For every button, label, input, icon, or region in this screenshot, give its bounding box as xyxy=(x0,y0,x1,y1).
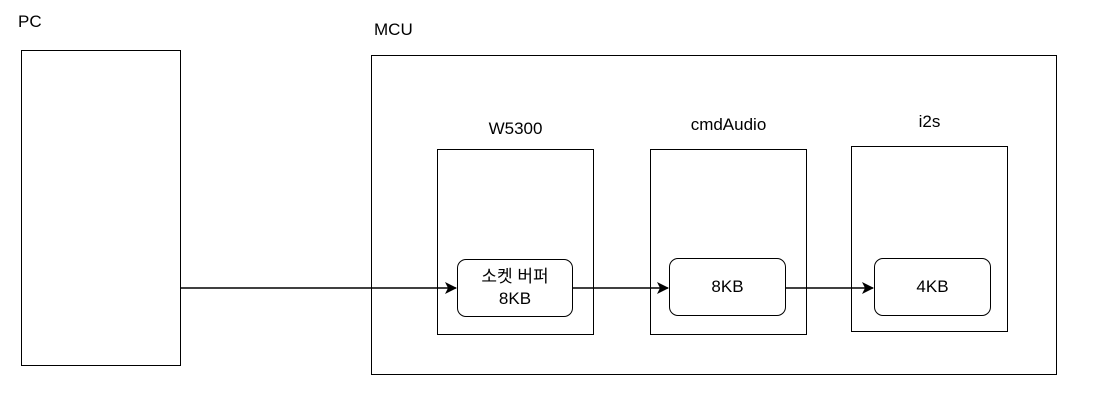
w5300-box xyxy=(437,149,594,335)
w5300-label: W5300 xyxy=(488,119,543,138)
i2s-buffer-size: 4KB xyxy=(916,277,949,296)
cmdaudio-buffer: 8KB xyxy=(669,258,786,316)
cmdaudio-buffer-size: 8KB xyxy=(711,277,744,296)
i2s-buffer: 4KB xyxy=(874,258,991,316)
mcu-label: MCU xyxy=(374,20,413,39)
cmdaudio-box xyxy=(650,149,807,335)
i2s-box xyxy=(851,146,1008,332)
socket-buffer: 소켓 버퍼 8KB xyxy=(457,259,573,317)
socket-buffer-size: 8KB xyxy=(498,289,532,308)
pc-box xyxy=(21,50,181,366)
i2s-label: i2s xyxy=(918,112,941,131)
cmdaudio-label: cmdAudio xyxy=(690,115,767,134)
socket-buffer-label: 소켓 버퍼 xyxy=(481,267,549,286)
mcu-box xyxy=(371,55,1057,375)
pc-label: PC xyxy=(18,12,42,31)
